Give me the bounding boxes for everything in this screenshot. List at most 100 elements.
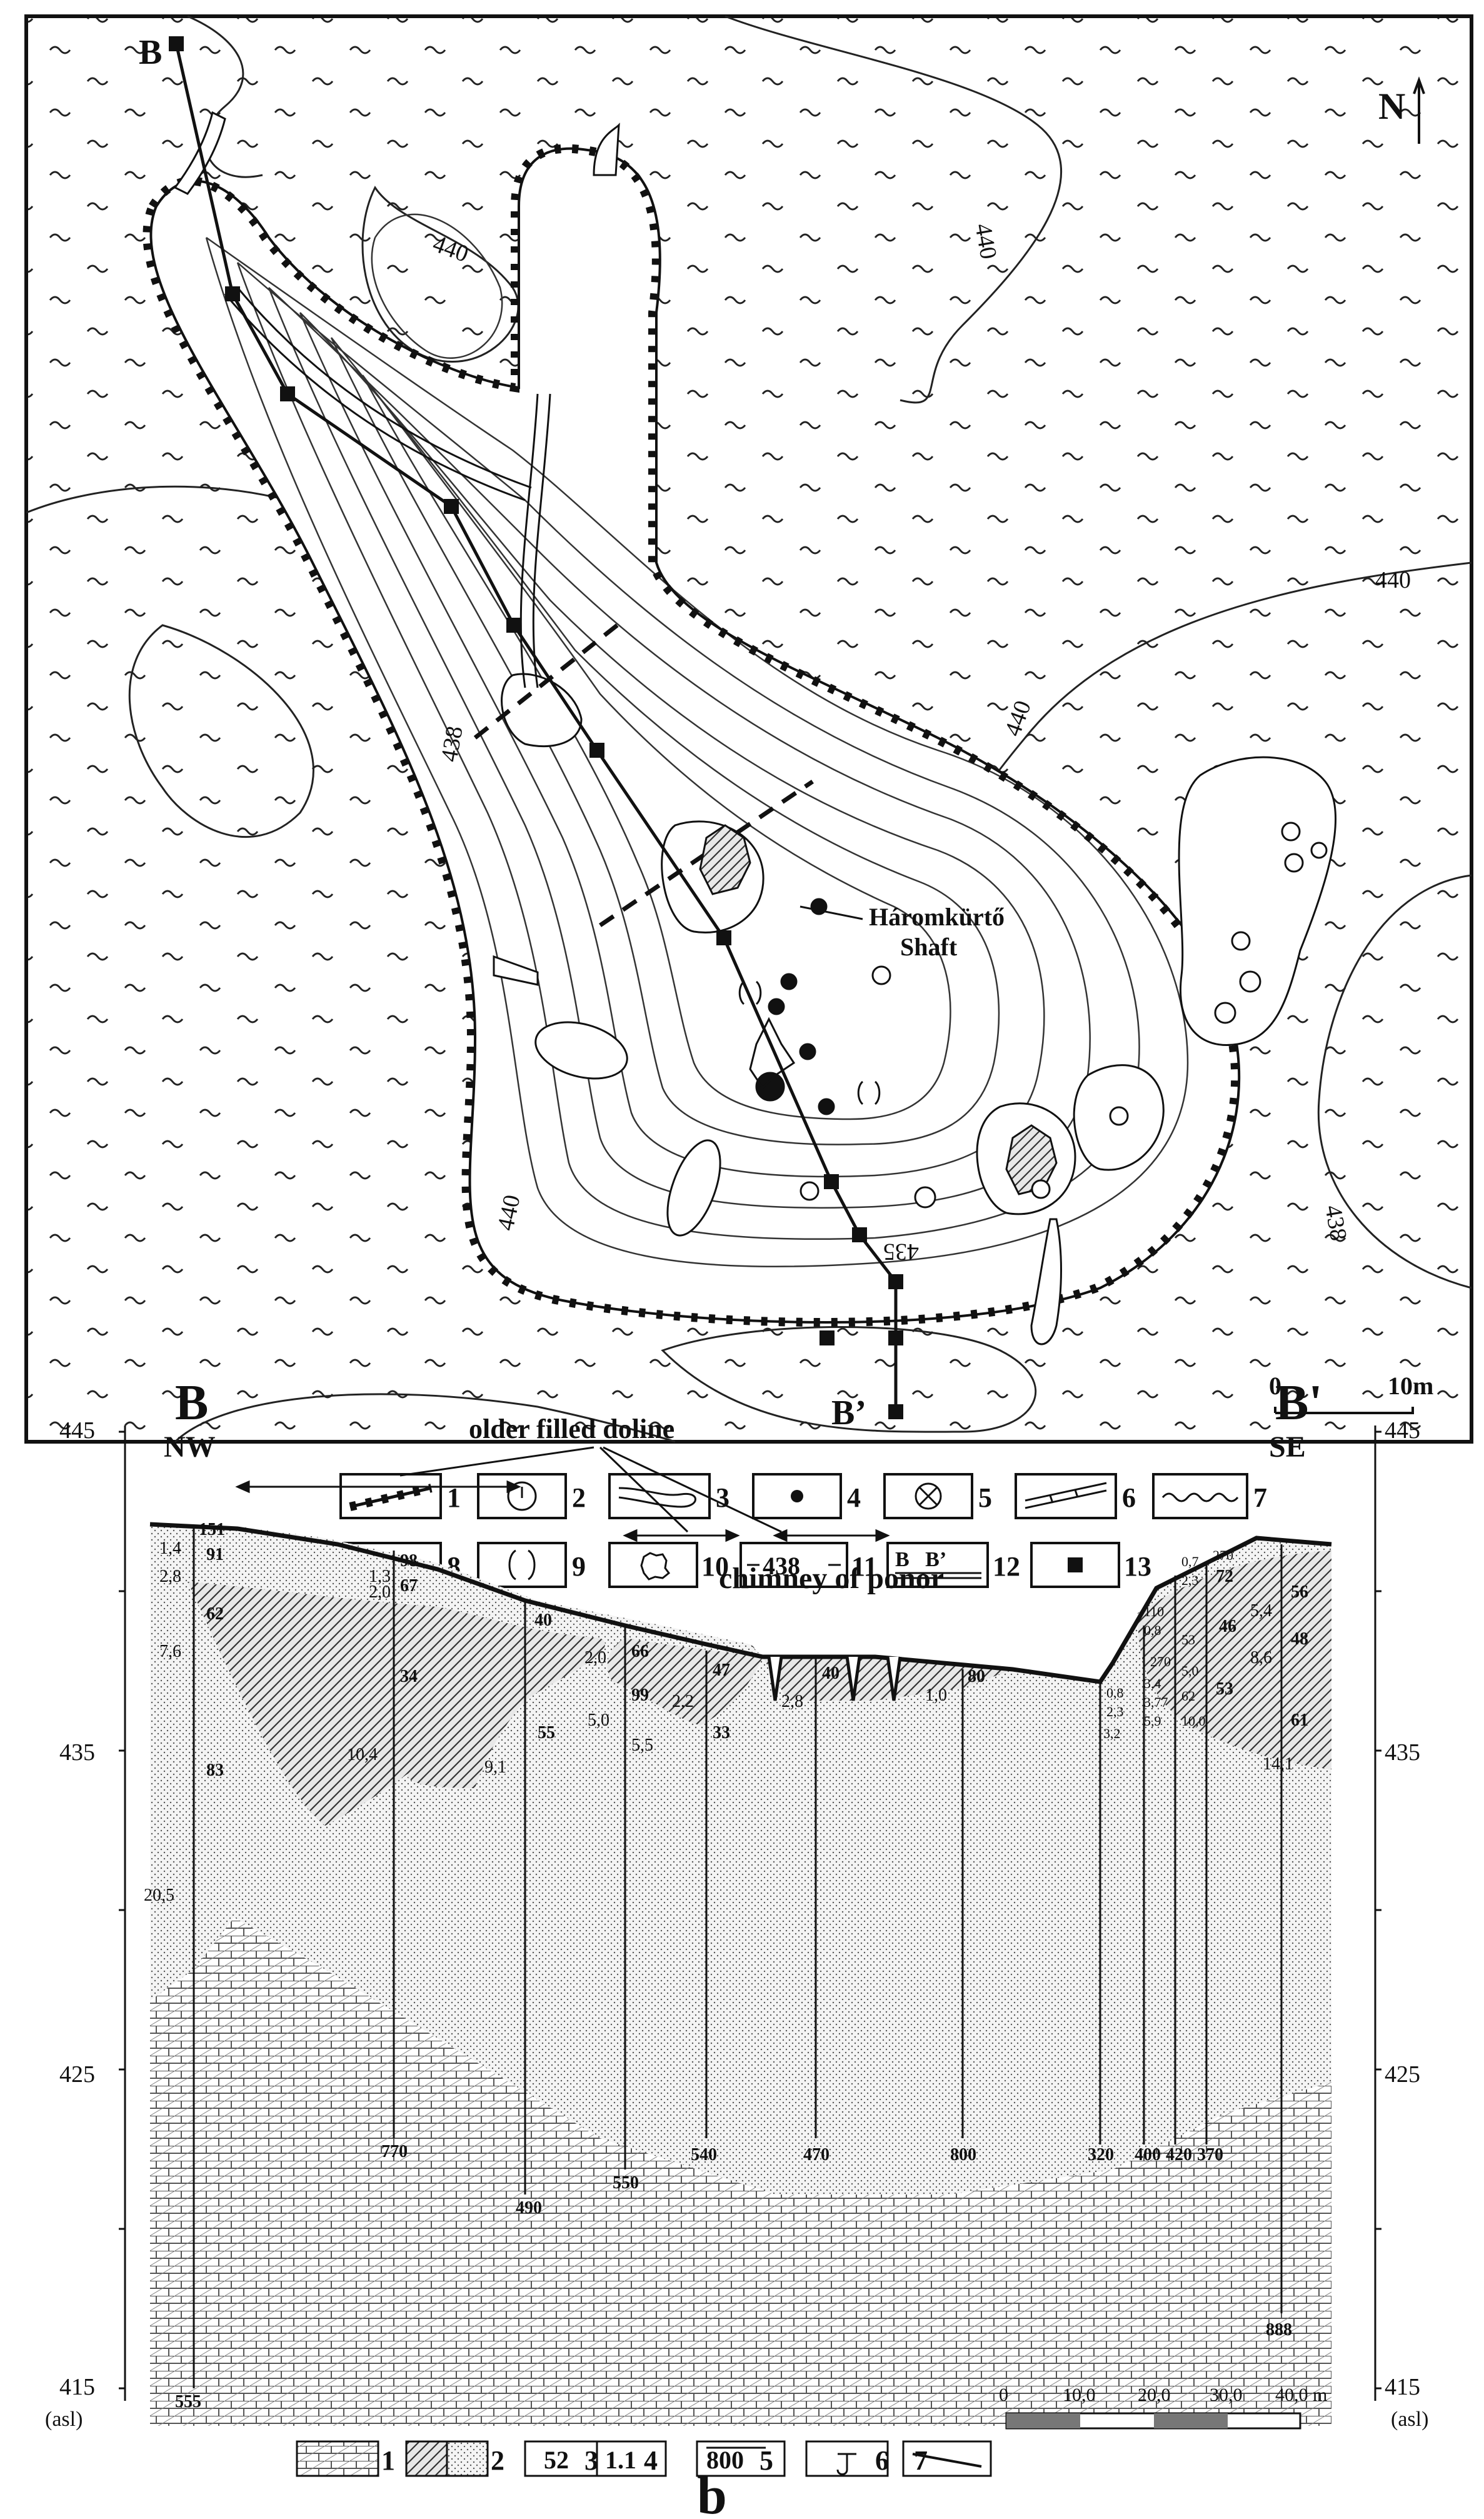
svg-text:40,0 m: 40,0 m	[1275, 2385, 1327, 2405]
sediment-hatched-5	[763, 1657, 1013, 1701]
svg-text:3,2: 3,2	[1103, 1726, 1121, 1741]
svg-text:40: 40	[822, 1664, 840, 1683]
legend-b-item-1: 1	[296, 2440, 395, 2477]
svg-text:20,5: 20,5	[144, 1886, 174, 1905]
svg-text:438: 438	[1320, 1203, 1351, 1242]
legend-b: 1 2 52 3 1.1 4 800 5 6	[296, 2440, 992, 2477]
svg-text:9,1: 9,1	[484, 1757, 506, 1777]
legend-a-item-7: 7	[1152, 1473, 1267, 1519]
bedrock-upper	[150, 1888, 1331, 2426]
north-arrow: N	[1378, 76, 1425, 144]
svg-text:7: 7	[914, 2445, 928, 2476]
svg-text:40: 40	[534, 1611, 552, 1630]
svg-text:10,4: 10,4	[347, 1745, 378, 1764]
svg-text:20,0: 20,0	[1138, 2385, 1171, 2405]
annotation-older-doline: older filled doline	[469, 1414, 674, 1444]
background-contours	[26, 15, 1472, 1443]
svg-text:4: 4	[644, 2445, 658, 2476]
legend-b-item-6: 6	[805, 2440, 889, 2477]
svg-text:0,7: 0,7	[1181, 1554, 1199, 1569]
svg-text:34: 34	[400, 1667, 418, 1686]
map-panel: B B’ Háromkürtő Shaft 440 440 440 440 43…	[24, 14, 1473, 1444]
svg-text:6: 6	[875, 2445, 889, 2476]
svg-text:52: 52	[544, 2446, 569, 2474]
svg-text:80: 80	[968, 1667, 985, 1686]
svg-text:770: 770	[381, 2142, 408, 2161]
svg-text:270: 270	[1150, 1654, 1171, 1669]
svg-text:435: 435	[1385, 1739, 1420, 1766]
svg-text:13: 13	[1124, 1551, 1151, 1582]
section-scale-bar: 0 10,0 20,0 30,0 40,0 m	[999, 2385, 1327, 2430]
section-values: 151 1,4 91 2,8 62 7,6 83 20,5 555 98 1,3…	[144, 1520, 1308, 2411]
svg-text:6: 6	[1122, 1482, 1136, 1513]
svg-text:91: 91	[206, 1545, 224, 1564]
svg-text:99: 99	[631, 1686, 649, 1705]
svg-text:2,3: 2,3	[1181, 1572, 1199, 1588]
svg-text:110: 110	[1144, 1604, 1164, 1619]
svg-text:151: 151	[199, 1520, 225, 1539]
svg-text:2: 2	[491, 2445, 504, 2476]
svg-text:435: 435	[883, 1239, 919, 1265]
svg-text:61: 61	[1291, 1711, 1308, 1730]
svg-text:N: N	[1378, 86, 1405, 127]
section-boreholes	[193, 1526, 1283, 2388]
legend-a-item-9: 9	[477, 1542, 586, 1588]
svg-text:0: 0	[999, 2385, 1008, 2405]
svg-text:540: 540	[691, 2145, 717, 2165]
svg-text:67: 67	[400, 1576, 418, 1596]
svg-text:2,2: 2,2	[672, 1692, 694, 1711]
section-left-dir: NW	[164, 1430, 216, 1464]
svg-text:2: 2	[572, 1482, 586, 1513]
svg-text:30,0: 30,0	[1210, 2385, 1243, 2405]
legend-a-item-5: 5	[883, 1473, 992, 1519]
svg-text:490: 490	[516, 2198, 542, 2218]
svg-text:555: 555	[175, 2392, 201, 2411]
svg-text:53: 53	[1181, 1632, 1195, 1647]
svg-text:440: 440	[970, 221, 1001, 261]
svg-text:10,0: 10,0	[1181, 1713, 1206, 1729]
sediment-hatched-2	[408, 1607, 606, 1788]
section-panel: 445 435 425 415 (asl) 445 435 425 415 (a…	[45, 1375, 1428, 2431]
map-scale-bar: 0 10m	[1269, 1372, 1433, 1414]
svg-text:62: 62	[1181, 1688, 1195, 1704]
svg-text:12: 12	[993, 1551, 1020, 1582]
svg-text:445: 445	[1385, 1417, 1420, 1444]
svg-text:888: 888	[1266, 2320, 1292, 2340]
svg-text:10: 10	[701, 1551, 729, 1582]
contour-labels: 440 440 440 440 438 438 440 435	[429, 221, 1411, 1265]
sediment-hatched	[188, 1582, 480, 1826]
svg-text:0,8: 0,8	[1106, 1685, 1124, 1701]
svg-text:0: 0	[1269, 1372, 1281, 1400]
annotation-chimney: chimney of ponor	[719, 1562, 944, 1595]
svg-text:1,3: 1,3	[369, 1567, 391, 1586]
right-axis: 445 435 425 415 (asl)	[1374, 1417, 1428, 2431]
legend-a-item-12: B B’ 12	[886, 1542, 1020, 1588]
svg-text:320: 320	[1088, 2145, 1114, 2165]
legend-b-item-7: 7	[902, 2440, 992, 2477]
svg-text:400: 400	[1135, 2145, 1161, 2165]
svg-text:5: 5	[760, 2445, 773, 2476]
svg-text:415: 415	[1385, 2374, 1420, 2400]
legend-a-item-11: 438 11	[739, 1542, 878, 1588]
svg-text:5,0: 5,0	[588, 1711, 609, 1730]
svg-text:270: 270	[1213, 1547, 1233, 1563]
svg-text:415: 415	[59, 2374, 95, 2400]
svg-text:1.1: 1.1	[605, 2446, 636, 2474]
svg-text:7: 7	[1253, 1482, 1267, 1513]
svg-text:3: 3	[716, 1482, 729, 1513]
depression-fill	[151, 148, 1240, 1322]
ground-surface	[149, 1522, 1332, 1684]
svg-text:440: 440	[1375, 567, 1411, 593]
svg-text:83: 83	[206, 1761, 224, 1780]
svg-text:420: 420	[1166, 2145, 1192, 2165]
svg-text:800: 800	[950, 2145, 976, 2165]
svg-text:435: 435	[59, 1739, 95, 1766]
svg-text:98: 98	[400, 1551, 418, 1571]
svg-text:11: 11	[851, 1551, 878, 1582]
svg-text:425: 425	[1385, 2061, 1420, 2088]
svg-text:438: 438	[763, 1552, 800, 1580]
svg-text:800: 800	[706, 2446, 744, 2474]
legend-a-item-3: 3	[608, 1473, 729, 1519]
svg-text:445: 445	[59, 1417, 95, 1444]
svg-text:370: 370	[1197, 2145, 1223, 2165]
